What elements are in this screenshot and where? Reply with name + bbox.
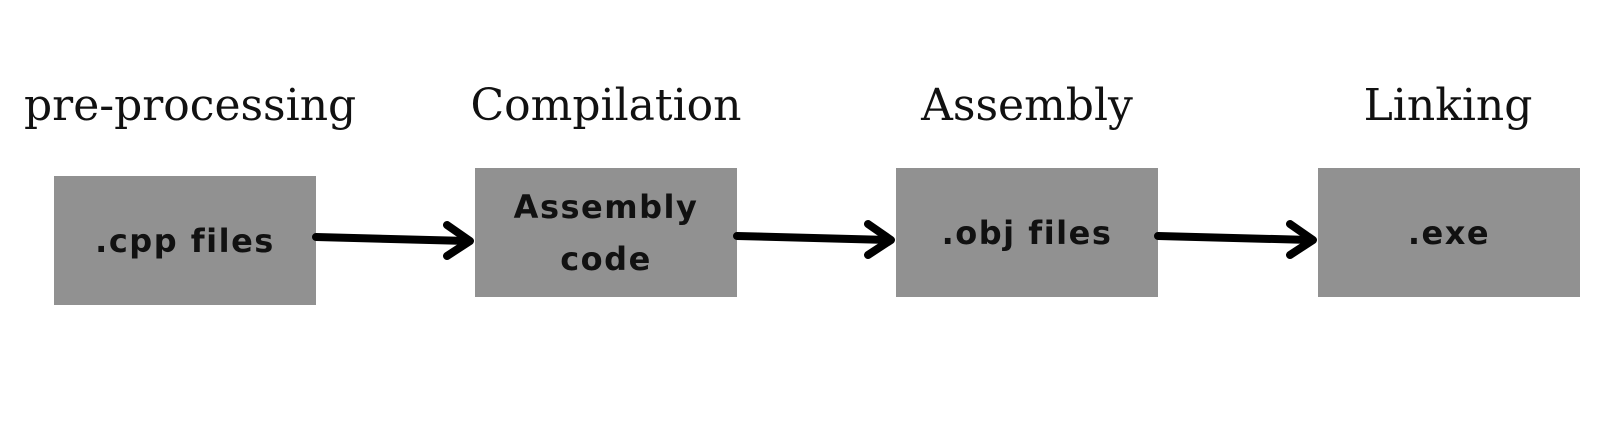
box-cpp-files-text: .cpp files xyxy=(95,221,275,260)
stage-label-preprocessing: pre-processing xyxy=(24,80,357,131)
stage-label-assembly: Assembly xyxy=(921,80,1133,131)
arrow-3 xyxy=(1154,220,1317,259)
box-obj-files: .obj files xyxy=(896,168,1158,297)
box-assembly-code-text: Assembly code xyxy=(513,187,699,278)
box-exe-text: .exe xyxy=(1407,213,1491,252)
box-exe: .exe xyxy=(1318,168,1580,297)
arrow-1 xyxy=(312,221,474,260)
arrow-2 xyxy=(733,220,895,259)
box-obj-files-text: .obj files xyxy=(941,213,1113,252)
stage-label-compilation: Compilation xyxy=(470,80,742,131)
box-cpp-files: .cpp files xyxy=(54,176,316,305)
box-assembly-code: Assembly code xyxy=(475,168,737,297)
stage-label-linking: Linking xyxy=(1363,80,1533,131)
